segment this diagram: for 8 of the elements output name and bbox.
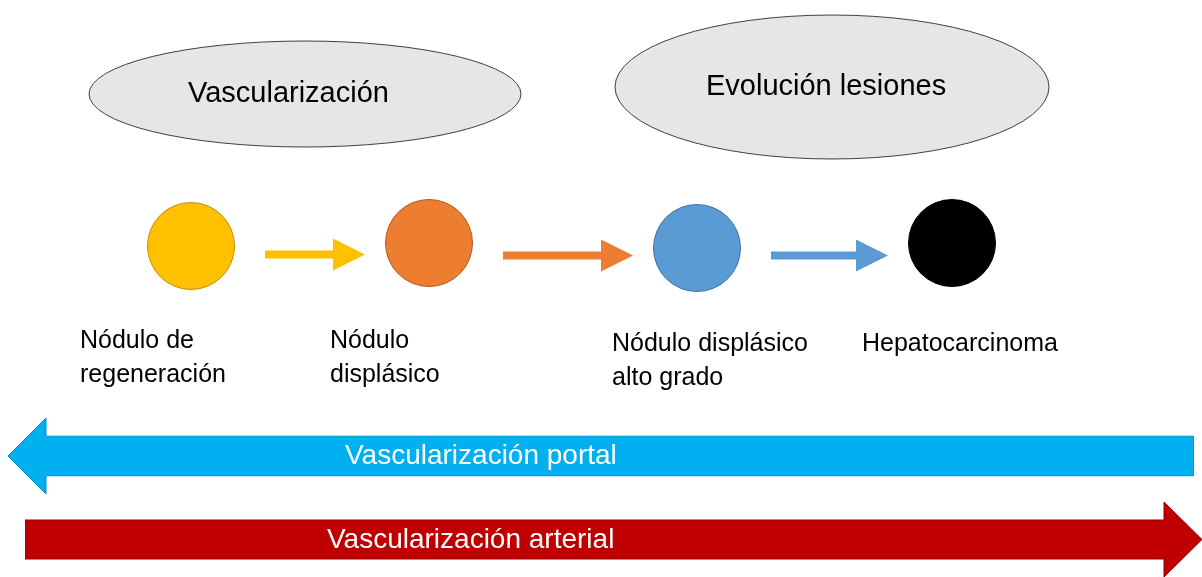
node-caption: Nódulo displásico [330,324,441,389]
oval-label: Vascularización [188,76,389,109]
oval-label: Evolución lesiones [706,69,947,102]
arrow-label: Vascularización portal [345,439,617,471]
arrow-label: Vascularización arterial [327,522,615,555]
node-caption: Nódulo de regeneración [80,324,227,389]
node-caption: Nódulo displásico alto grado [612,327,809,392]
node-caption: Hepatocarcinoma [862,327,1059,358]
